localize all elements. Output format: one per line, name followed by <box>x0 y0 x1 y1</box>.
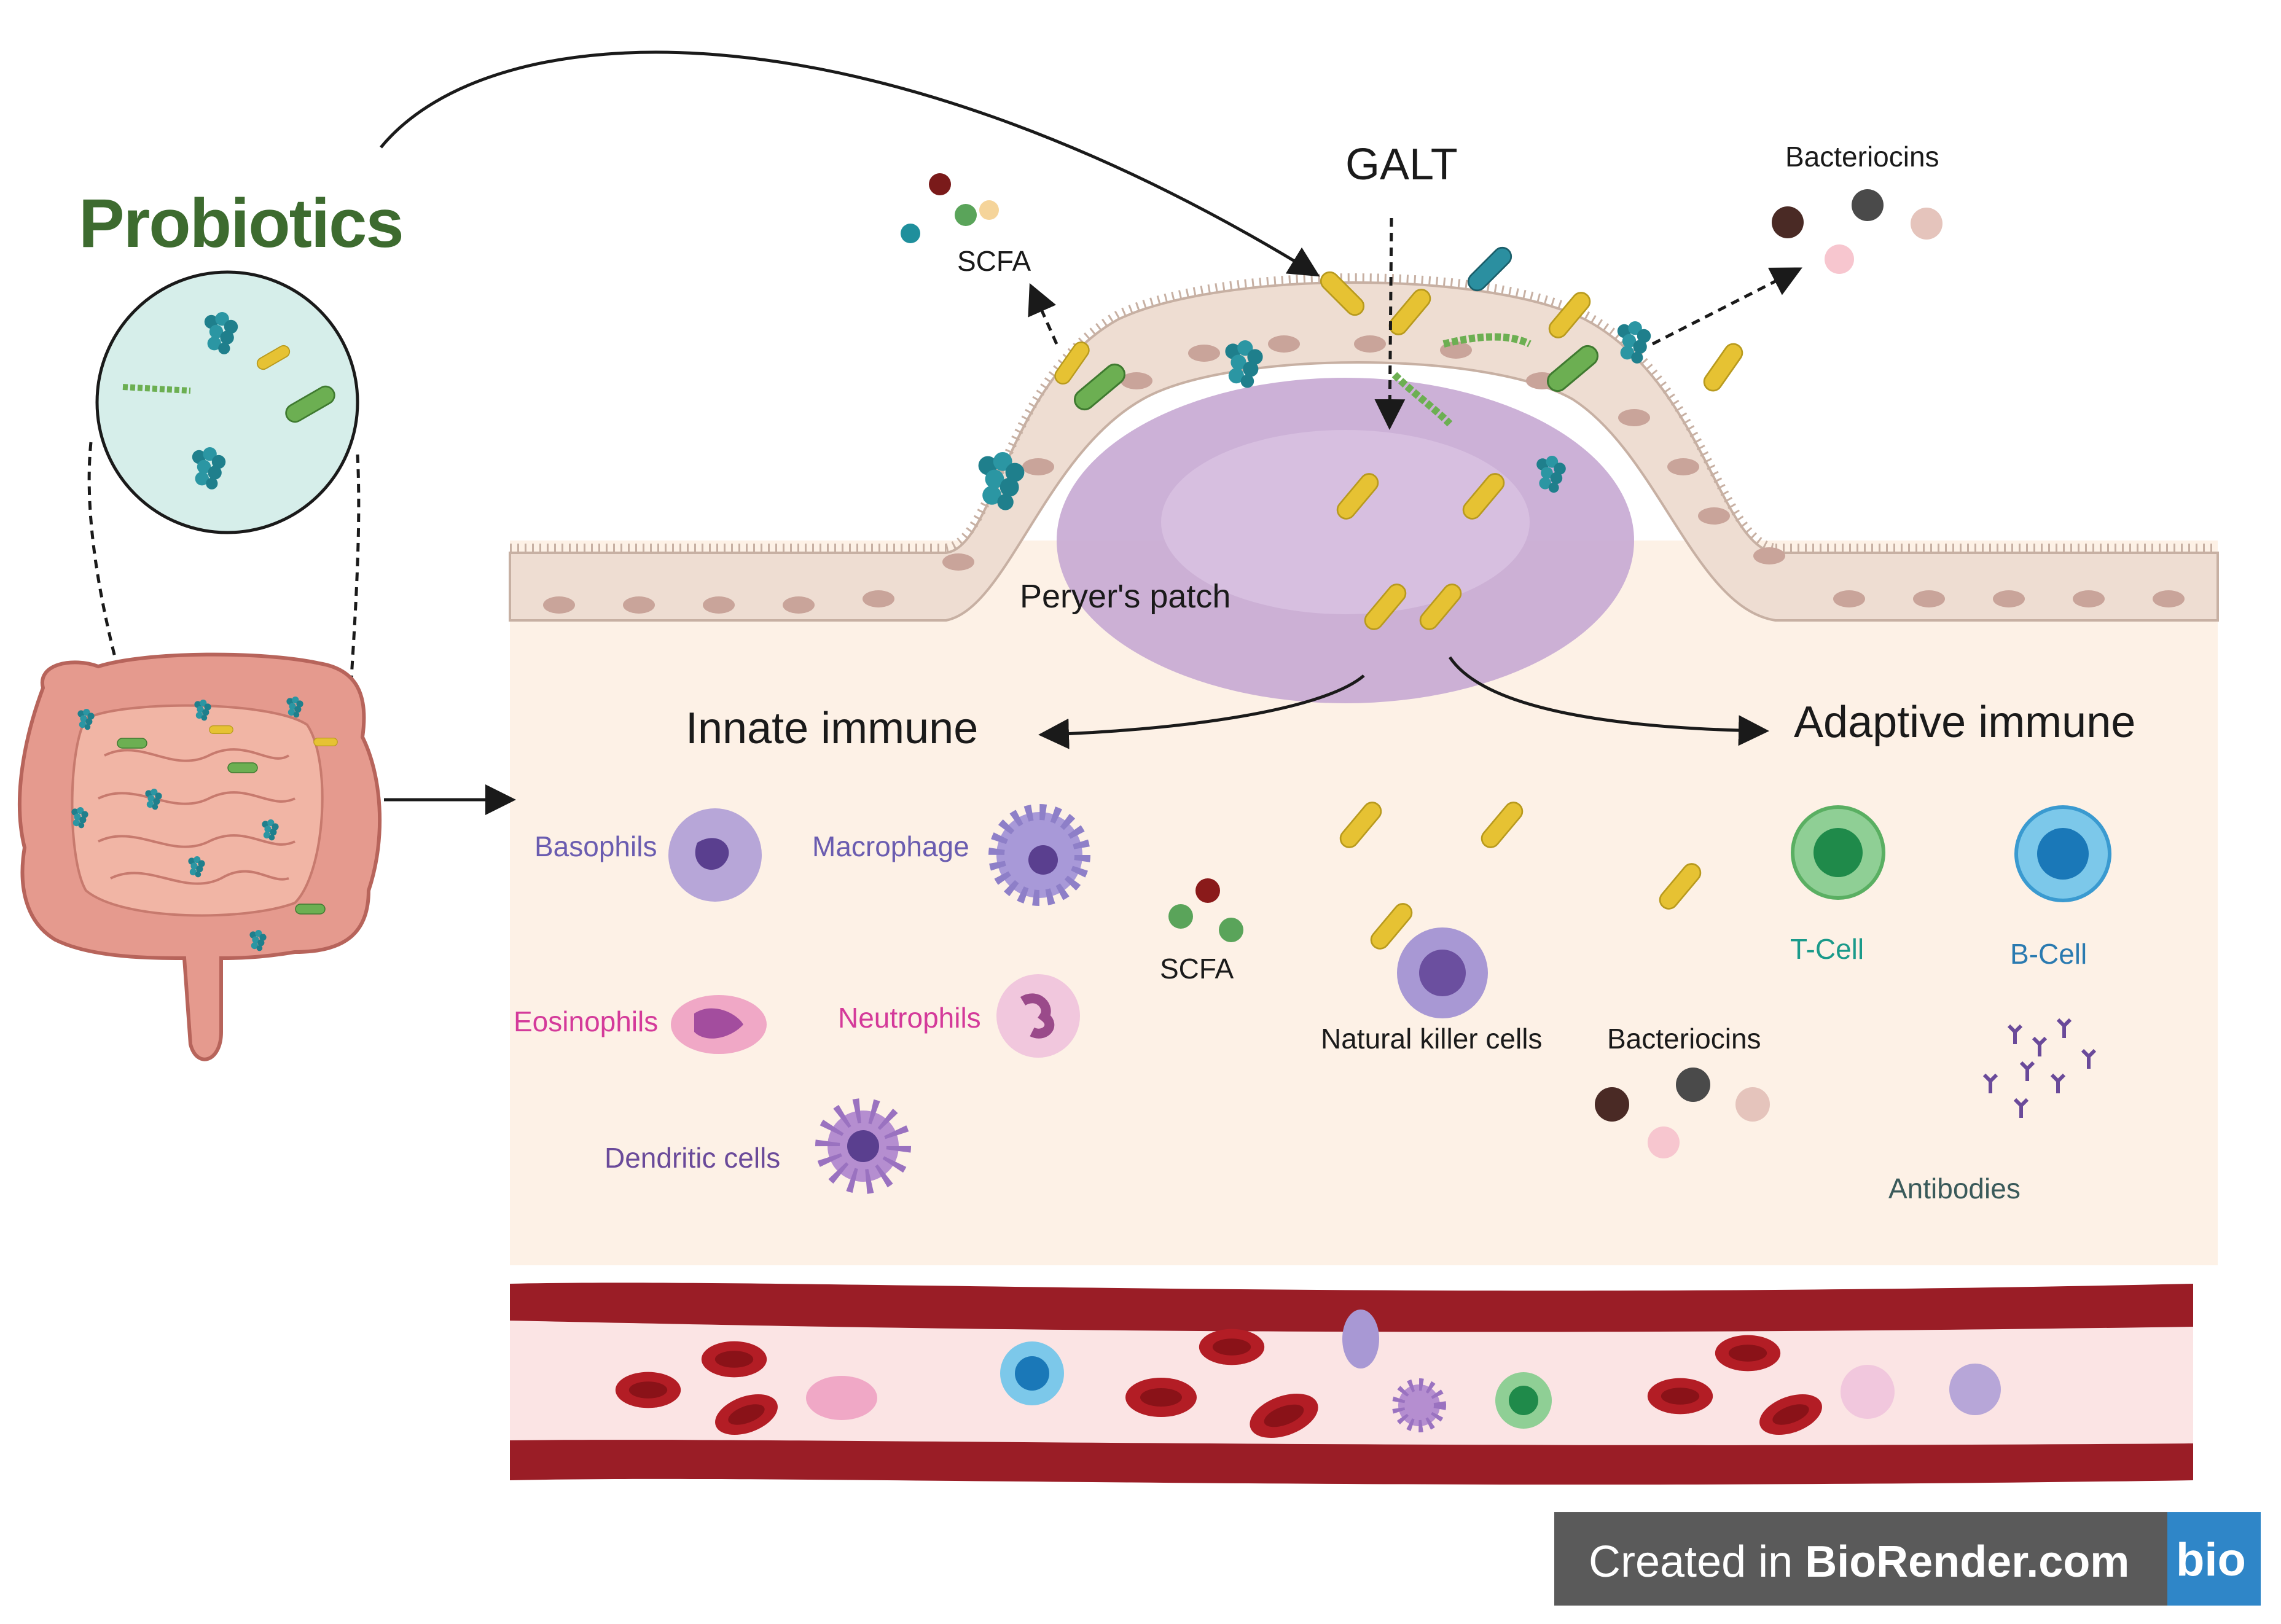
b-cell-icon <box>2014 805 2111 902</box>
scfa-label-top: SCFA <box>957 245 1031 277</box>
peyers-patch-icon <box>1057 378 1634 703</box>
t-cell-icon <box>1791 805 1885 900</box>
probiotic-circle-icon <box>95 270 359 534</box>
bacteriocin-molecules-mid <box>1595 1068 1770 1158</box>
badge-logo-text: bio <box>2176 1534 2246 1586</box>
neutrophils-label: Neutrophils <box>838 1002 981 1034</box>
bacteriocins-label-mid: Bacteriocins <box>1607 1023 1761 1055</box>
adaptive-immune-label: Adaptive immune <box>1794 698 2136 747</box>
dendritic-cell-icon <box>815 1098 911 1194</box>
galt-label: GALT <box>1345 140 1458 189</box>
antibody-icon <box>1982 1018 2097 1118</box>
peyers-patch-label: Peryer's patch <box>1020 578 1231 615</box>
nk-cell-icon <box>1397 927 1488 1018</box>
epithelium-icon <box>509 273 2219 622</box>
eosinophils-label: Eosinophils <box>514 1005 659 1037</box>
macrophage-label: Macrophage <box>812 830 969 862</box>
biorender-logo-icon: bio <box>2167 1512 2261 1606</box>
scfa-label-mid: SCFA <box>1160 953 1234 985</box>
blood-vessel-icon <box>510 1282 2193 1485</box>
rod-bacterium-icon <box>1463 243 1516 295</box>
badge-brand: BioRender.com <box>1805 1537 2130 1587</box>
innate-immune-label: Innate immune <box>686 704 979 753</box>
biorender-badge[interactable]: Created in BioRender.com bio <box>1554 1512 2261 1606</box>
basophils-label: Basophils <box>534 830 657 862</box>
scfa-molecules-top <box>901 173 999 243</box>
badge-text: Created in BioRender.com <box>1589 1537 2129 1587</box>
bacteriocin-molecules-top <box>1772 189 1943 274</box>
dendritic-cells-label: Dendritic cells <box>604 1142 781 1174</box>
b-cell-label: B-Cell <box>2010 938 2087 970</box>
natural-killer-cells-label: Natural killer cells <box>1321 1023 1543 1055</box>
eosinophil-icon <box>671 995 767 1054</box>
bacteriocins-label-top: Bacteriocins <box>1785 141 1939 173</box>
macrophage-icon <box>988 804 1090 906</box>
rod-bacterium-icon <box>1700 340 1747 395</box>
t-cell-label: T-Cell <box>1790 933 1864 965</box>
scfa-molecules-mid <box>1168 878 1243 942</box>
antibodies-label: Antibodies <box>1888 1173 2021 1204</box>
basophil-icon <box>668 808 762 902</box>
probiotics-title: Probiotics <box>79 185 404 262</box>
neutrophil-icon <box>996 974 1080 1058</box>
badge-prefix: Created in <box>1589 1537 1806 1587</box>
intestine-icon <box>17 652 382 1061</box>
